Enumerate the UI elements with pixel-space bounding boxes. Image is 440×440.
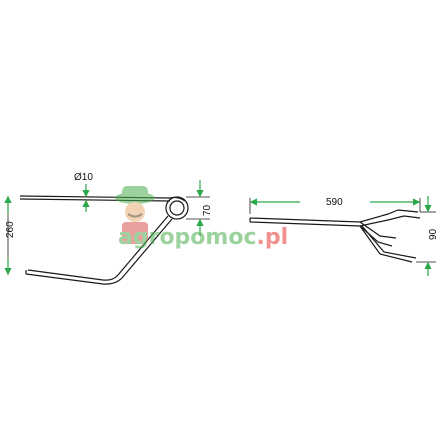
top-rod-lower	[249, 215, 405, 227]
watermark: agropomoc.pl	[115, 186, 288, 250]
length-590-label: 590	[326, 197, 343, 208]
fork-90-label: 90	[428, 228, 439, 240]
mascot-icon	[115, 186, 155, 244]
tine-top-view	[249, 209, 421, 263]
watermark-text: agropomoc.pl	[118, 225, 288, 250]
lower-arm-inner	[25, 218, 173, 285]
fork-lower-b	[359, 225, 413, 263]
lower-arm-outer	[27, 215, 169, 281]
fork-lower-a	[361, 225, 417, 259]
height-260-label: 260	[5, 221, 16, 238]
loop-70-label: 70	[202, 204, 213, 216]
coil-outer	[165, 196, 189, 220]
fork-upper-tip-2	[403, 215, 421, 219]
dim-90: 90	[416, 196, 439, 276]
dim-diameter: Ø10	[74, 172, 93, 212]
coil-inner	[169, 200, 185, 216]
fork-mid-a	[359, 221, 397, 239]
fork-upper-tip	[397, 209, 419, 213]
dim-590: 590	[249, 197, 421, 214]
diameter-label: Ø10	[74, 172, 93, 183]
dim-70: 70	[186, 180, 213, 236]
coil-link	[169, 196, 186, 202]
top-rod-upper	[249, 209, 399, 223]
dim-260: 260	[4, 195, 16, 276]
